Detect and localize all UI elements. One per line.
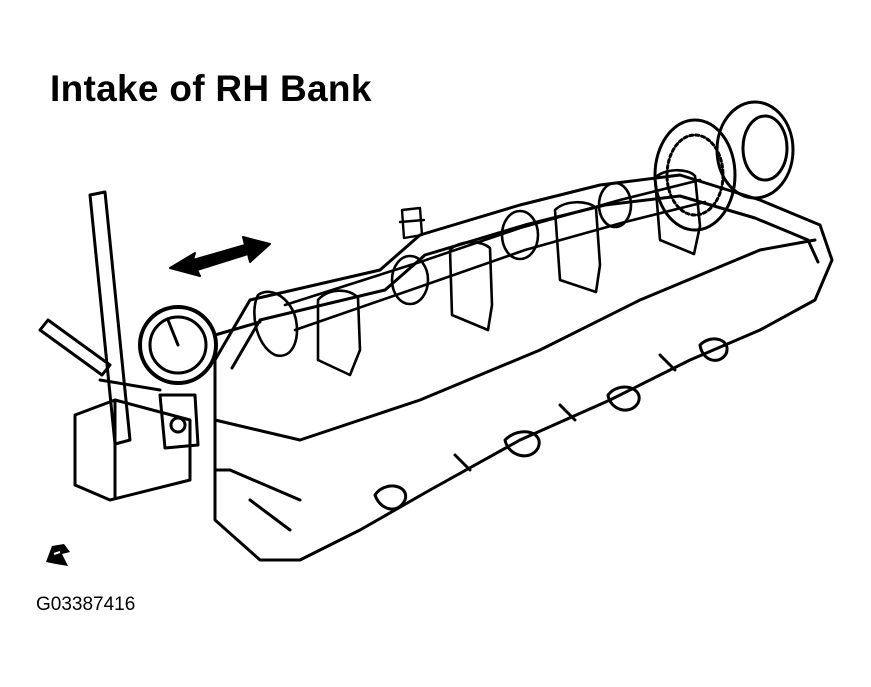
gauge-needle xyxy=(166,318,180,347)
sprocket xyxy=(653,118,737,232)
pulley xyxy=(715,100,795,200)
dial-gauge xyxy=(138,305,218,385)
port-opening-3 xyxy=(606,385,641,412)
magnetic-base xyxy=(73,398,192,502)
port-opening-1 xyxy=(373,484,408,511)
bearing-caps xyxy=(316,168,702,377)
cam-lobe-1 xyxy=(390,254,430,306)
port-opening-2 xyxy=(503,430,541,458)
gauge-plunger xyxy=(213,320,262,337)
cam-lobe-2 xyxy=(500,209,540,261)
dial-indicator-assembly xyxy=(38,190,262,502)
diagram-title: Intake of RH Bank xyxy=(50,68,372,109)
figure-id: G03387416 xyxy=(36,594,136,615)
breather-fitting xyxy=(398,206,426,240)
stand-arm xyxy=(38,318,112,377)
cylinder-head xyxy=(213,173,834,562)
publisher-logo-icon xyxy=(46,544,70,566)
shaft-front-end xyxy=(253,290,299,358)
camshaft xyxy=(253,178,707,358)
cam-gear xyxy=(653,100,795,232)
gauge-clamp xyxy=(158,393,200,450)
double-arrow-icon xyxy=(169,236,271,277)
port-opening-4 xyxy=(698,337,729,362)
cam-lobe-3 xyxy=(597,181,633,229)
